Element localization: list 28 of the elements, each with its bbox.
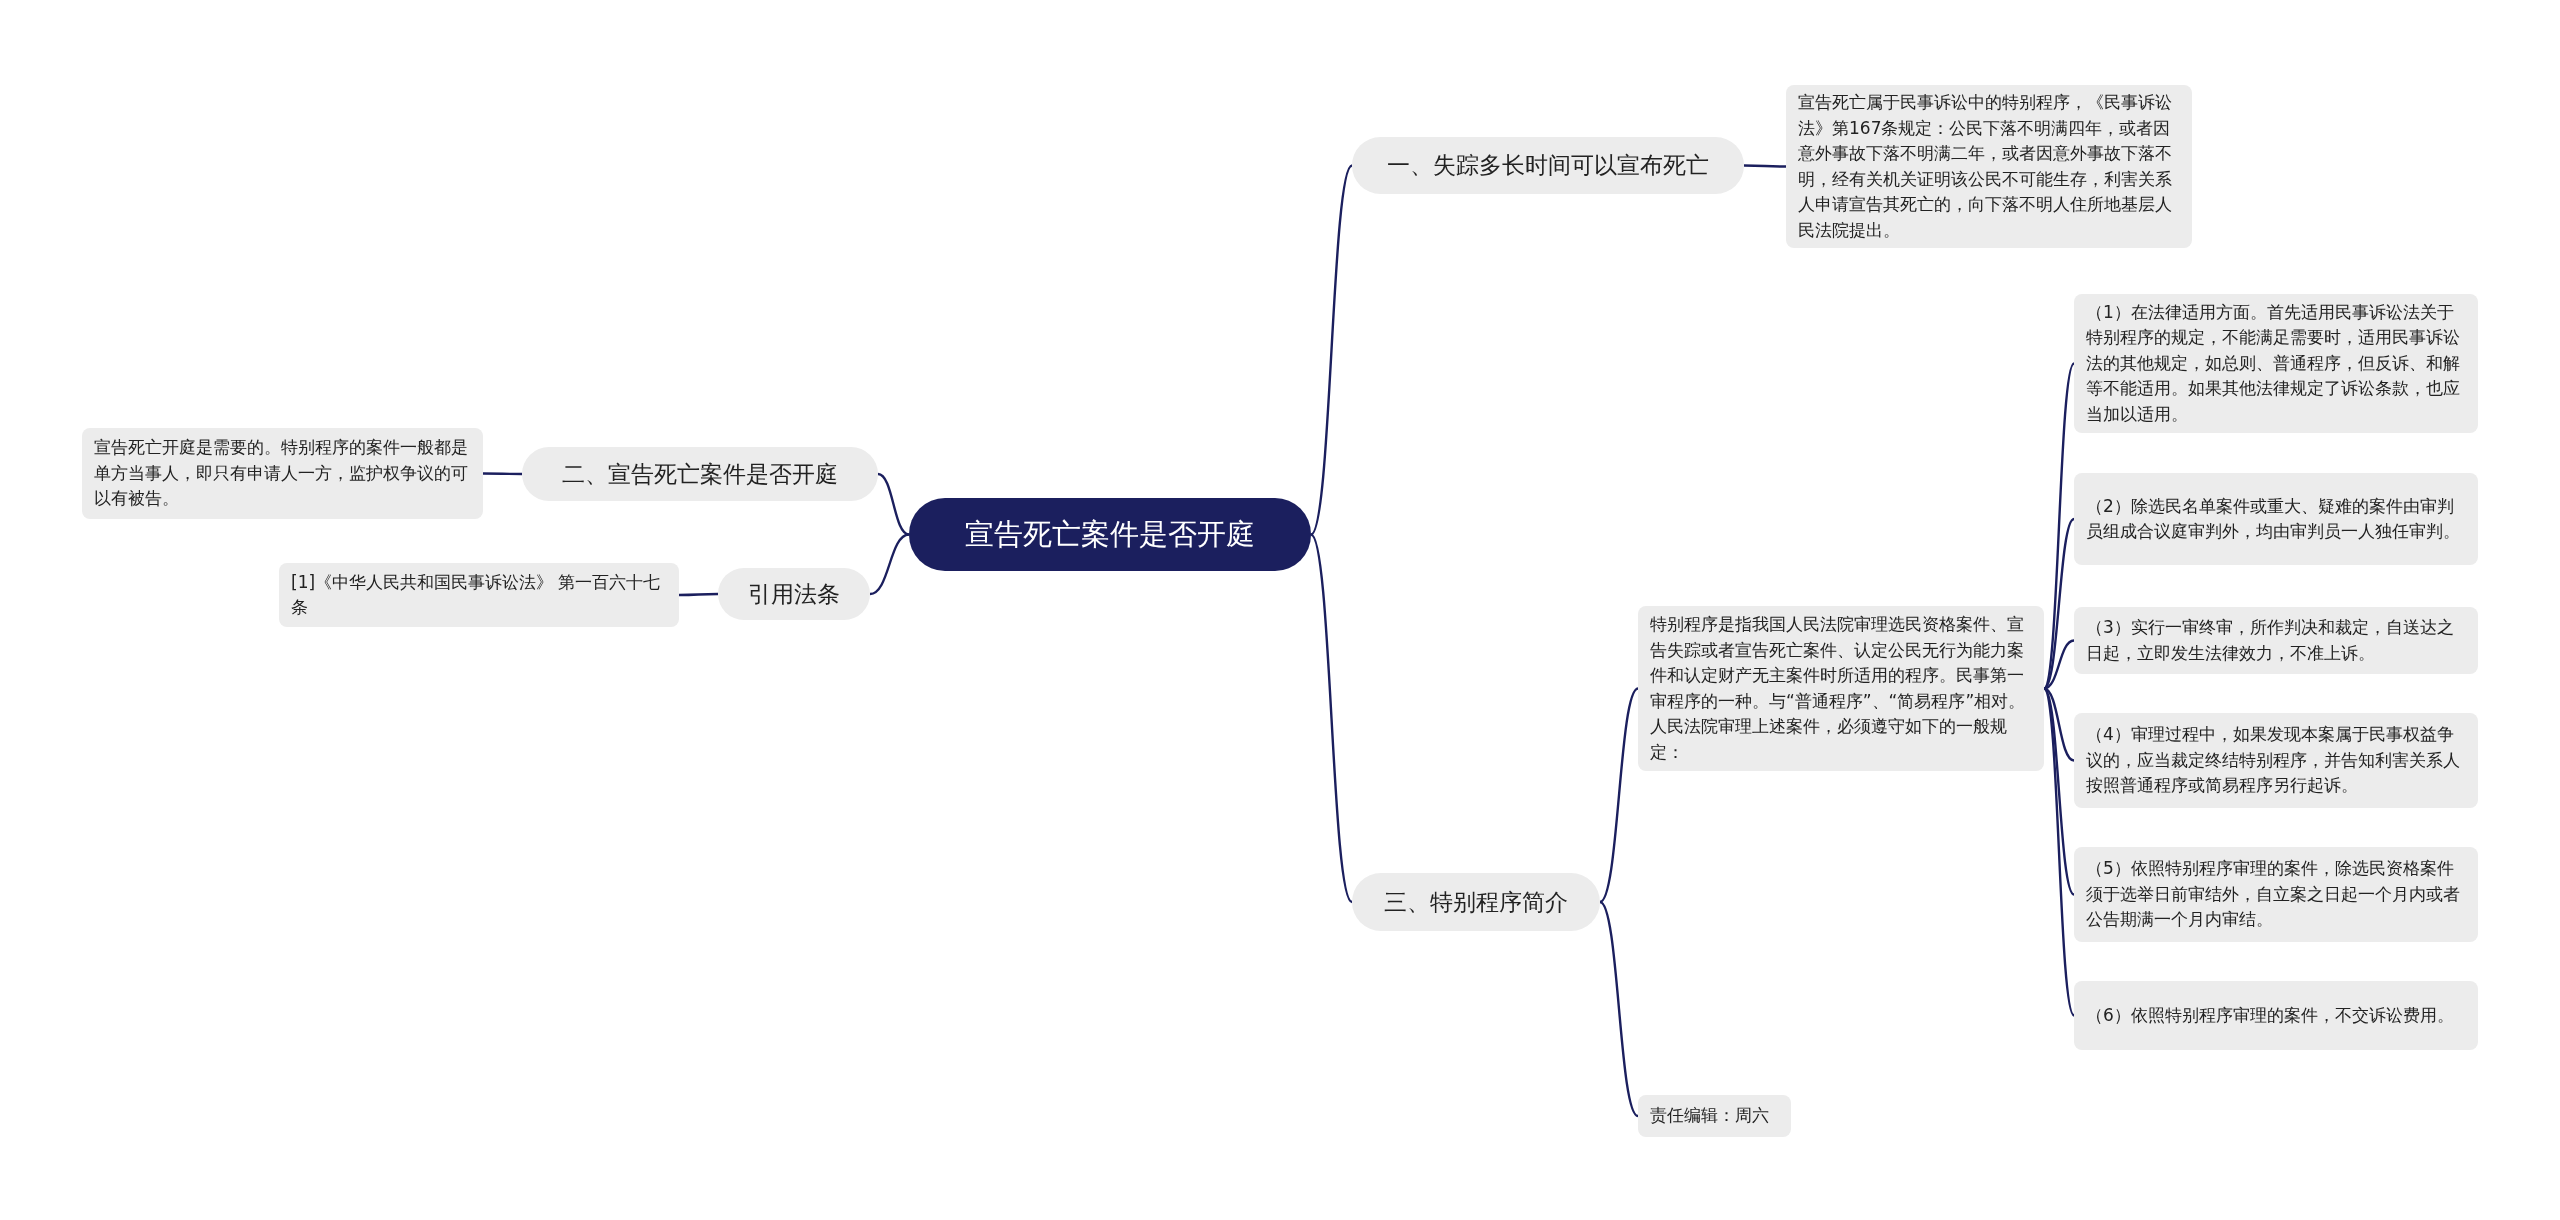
detail-note: （1）在法律适用方面。首先适用民事诉讼法关于特别程序的规定，不能满足需要时，适用民事诉讼法的其他规定，如总则、普通程序，但反诉、和解等不能适用。如果其他法律规定了诉讼条款，也应当加以适用。 xyxy=(2074,294,2478,433)
detail-note: 特别程序是指我国人民法院审理选民资格案件、宣告失踪或者宣告死亡案件、认定公民无行为能力案件和认定财产无主案件时所适用的程序。民事第一审程序的一种。与“普通程序”、“简易程序”相对。人民法院审理上述案件，必须遵守如下的一般规定： xyxy=(1638,606,2044,771)
connector-line xyxy=(2043,518,2075,690)
branch-topic: 引用法条 xyxy=(718,568,870,620)
connector-line xyxy=(877,472,910,536)
connector-line xyxy=(1310,533,1353,903)
branch-topic: 二、宣告死亡案件是否开庭 xyxy=(522,447,878,501)
connector-line xyxy=(679,592,718,597)
detail-note: [1]《中华人民共和国民事诉讼法》 第一百六十七条 xyxy=(279,563,679,627)
connector-line xyxy=(1310,164,1353,536)
detail-note: 宣告死亡开庭是需要的。特别程序的案件一般都是单方当事人，即只有申请人一方，监护权争议的可以有被告。 xyxy=(82,428,483,519)
connector-line xyxy=(1599,687,1639,903)
central-topic: 宣告死亡案件是否开庭 xyxy=(909,498,1311,571)
detail-note: （5）依照特别程序审理的案件，除选民资格案件须于选举日前审结外，自立案之日起一个月内或者公告期满一个月内审结。 xyxy=(2074,847,2478,942)
detail-note: （2）除选民名单案件或重大、疑难的案件由审判员组成合议庭审判外，均由审判员一人独任审判。 xyxy=(2074,473,2478,565)
detail-note: （6）依照特别程序审理的案件，不交诉讼费用。 xyxy=(2074,981,2478,1050)
connector-line xyxy=(1744,164,1786,168)
detail-note: 宣告死亡属于民事诉讼中的特别程序，《民事诉讼法》第167条规定：公民下落不明满四年，或者因意外事故下落不明满二年，或者因意外事故下落不明，经有关机关证明该公民不可能生存，利害关系人申请宣告其死亡的，向下落不明人住所地基层人民法院提出。 xyxy=(1786,85,2192,248)
branch-topic: 一、失踪多长时间可以宣布死亡 xyxy=(1352,137,1744,194)
connector-line xyxy=(2043,687,2075,762)
connector-line xyxy=(2042,687,2076,1017)
detail-note: 责任编辑：周六 xyxy=(1638,1095,1791,1137)
connector-line xyxy=(869,533,910,596)
branch-topic: 三、特别程序简介 xyxy=(1352,873,1600,931)
connector-line xyxy=(1599,901,1639,1117)
detail-note: （3）实行一审终审，所作判决和裁定，自送达之日起，立即发生法律效力，不准上诉。 xyxy=(2074,607,2478,674)
connector-line xyxy=(483,472,522,476)
detail-note: （4）审理过程中，如果发现本案属于民事权益争议的，应当裁定终结特别程序，并告知利害关系人按照普通程序或简易程序另行起诉。 xyxy=(2074,713,2478,808)
